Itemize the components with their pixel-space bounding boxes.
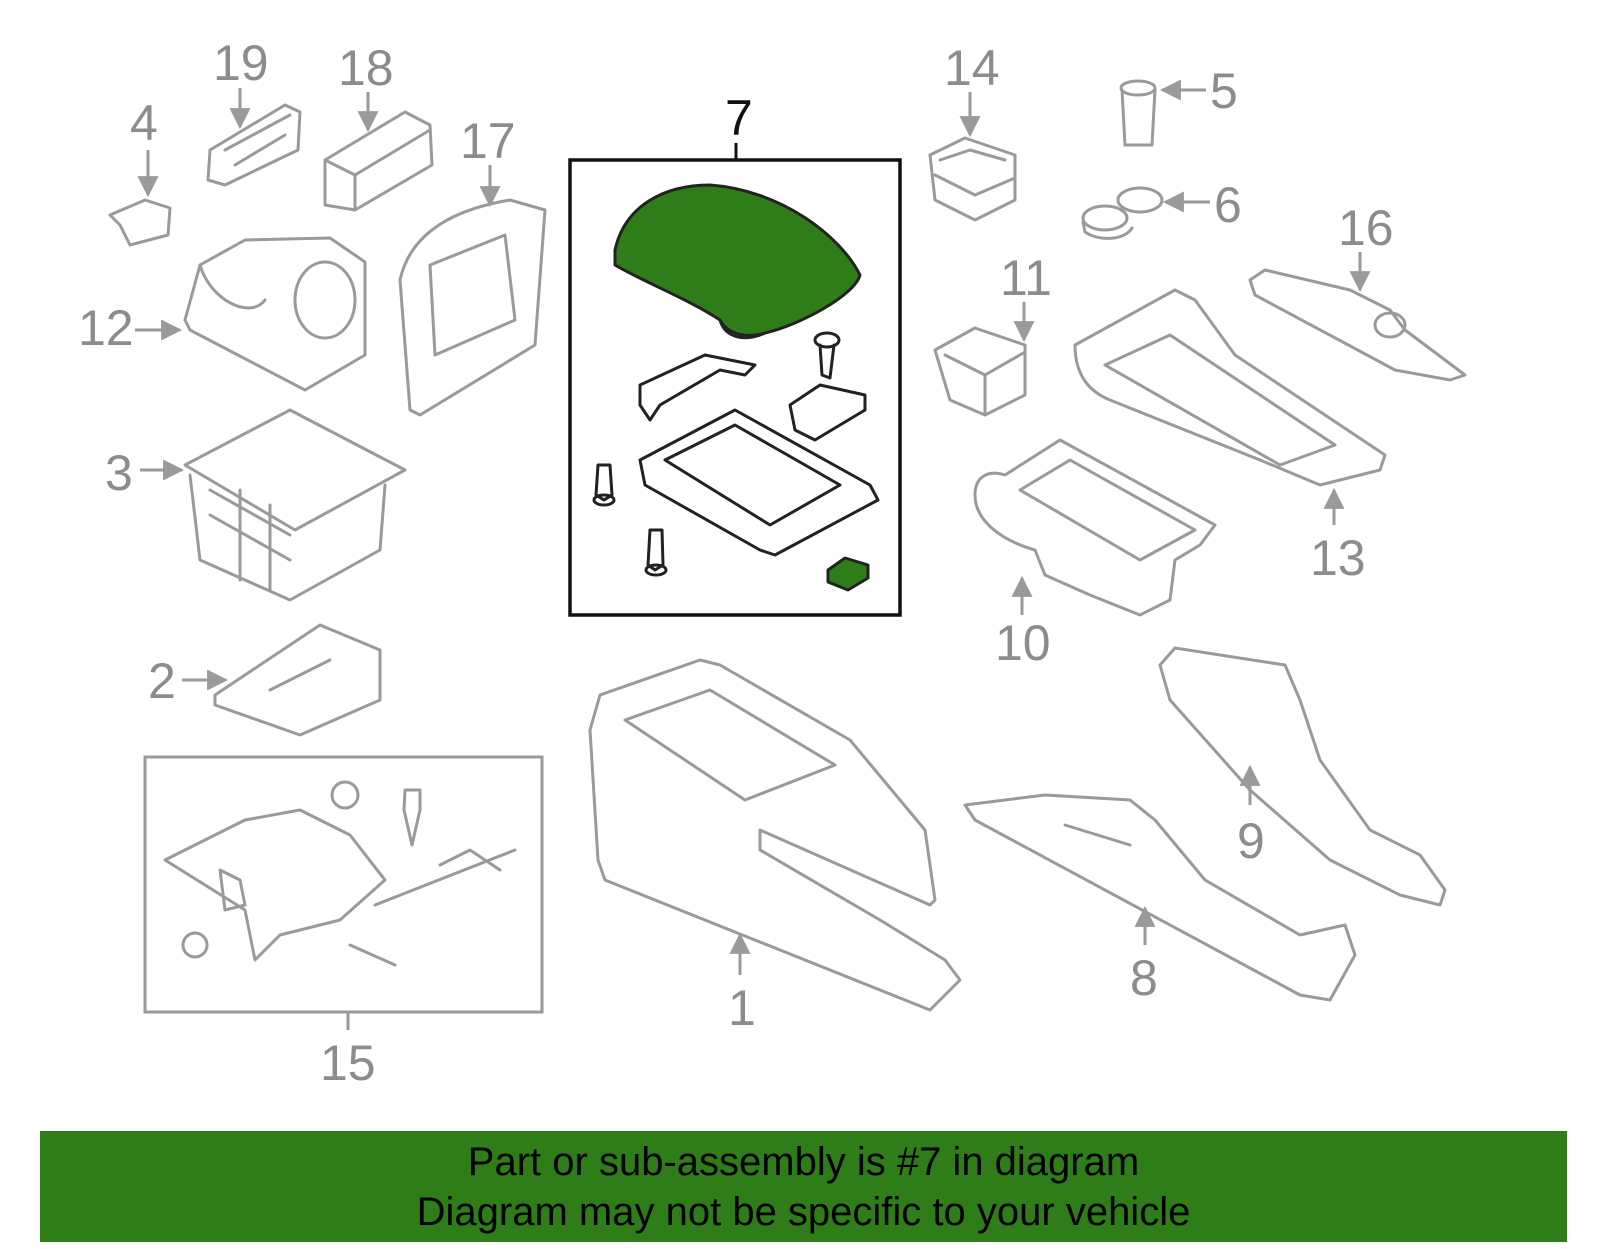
part-7-hinge-bracket[interactable] [638,353,757,422]
part-7-pad[interactable] [826,556,870,592]
callout-10[interactable]: 10 [995,615,1051,671]
part-1-console-body[interactable] [588,658,962,1012]
callout-16[interactable]: 16 [1338,200,1394,256]
part-18-switch-housing[interactable] [323,110,434,212]
part-11-pocket[interactable] [933,326,1027,417]
part-14-switch[interactable] [928,136,1017,222]
callout-8[interactable]: 8 [1130,950,1158,1006]
banner-line-1: Part or sub-assembly is #7 in diagram [467,1139,1140,1184]
callout-18[interactable]: 18 [338,40,394,96]
part-7-screw-top[interactable] [813,331,841,380]
part-7-latch[interactable] [788,383,867,442]
part-9-side-cover-right[interactable] [1158,646,1447,907]
callout-12[interactable]: 12 [78,300,134,356]
callout-9[interactable]: 9 [1237,813,1265,869]
callout-13[interactable]: 13 [1310,530,1366,586]
part-15-parking-brake[interactable] [163,780,517,967]
part-4-clip[interactable] [108,198,172,247]
part-8-side-cover-left[interactable] [963,793,1357,1002]
part-5-socket[interactable] [1119,79,1157,147]
info-banner: Part or sub-assembly is #7 in diagram Di… [40,1131,1567,1242]
part-16-trim[interactable] [1248,268,1467,382]
part-7-screw-left[interactable] [592,463,616,507]
callout-11[interactable]: 11 [1000,250,1052,306]
part-10-bin[interactable] [973,438,1217,617]
callout-14[interactable]: 14 [944,40,1000,96]
part-7-screw-bottom[interactable] [644,528,668,577]
part-7-tray[interactable] [638,408,880,557]
part-17-side-panel[interactable] [398,198,547,417]
part-15-box [143,755,544,1014]
callout-3[interactable]: 3 [105,445,133,501]
banner-line-2: Diagram may not be specific to your vehi… [416,1189,1191,1234]
callout-4[interactable]: 4 [130,95,158,151]
callout-1[interactable]: 1 [728,980,756,1036]
callout-7[interactable]: 7 [725,90,753,146]
callout-2[interactable]: 2 [148,653,176,709]
callout-15[interactable]: 15 [320,1035,376,1091]
part-3-storage-bin[interactable] [183,408,407,602]
part-12-cup-holder[interactable] [183,236,367,392]
callout-19[interactable]: 19 [213,35,269,91]
part-7-armrest-lid[interactable] [613,183,862,340]
part-13-console-top[interactable] [1073,288,1387,487]
callout-17[interactable]: 17 [460,113,516,169]
part-2-bracket[interactable] [213,623,382,737]
callout-5[interactable]: 5 [1210,63,1238,119]
part-19-bracket[interactable] [206,103,302,187]
part-6-ring[interactable] [1081,186,1164,240]
callout-6[interactable]: 6 [1214,177,1242,233]
